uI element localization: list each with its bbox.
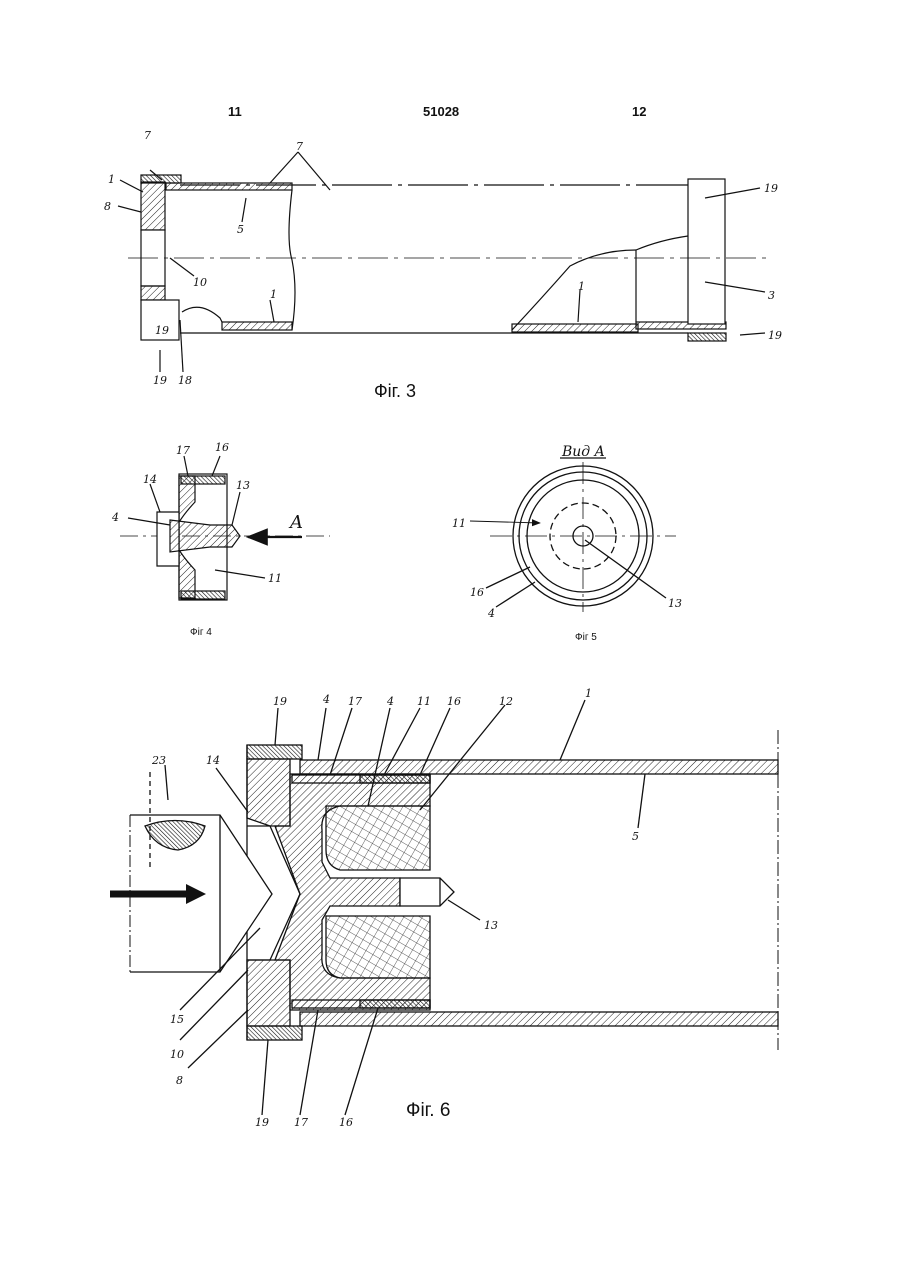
fig6-label: 12 [499, 695, 513, 708]
fig3-label: 1 [108, 173, 115, 186]
fig5-label: 13 [668, 597, 682, 610]
fig3-label: 19 [155, 324, 169, 337]
fig3-label: 8 [104, 200, 111, 213]
fig3-label: 18 [178, 374, 192, 387]
fig3-label: 19 [768, 329, 782, 342]
fig4-caption: Фiг 4 [190, 627, 212, 638]
fig6-label: 17 [294, 1116, 308, 1129]
fig6-label: 13 [484, 919, 498, 932]
fig6-label: 16 [339, 1116, 353, 1129]
fig4-label: 4 [111, 511, 119, 524]
fig5-label: 16 [470, 586, 484, 599]
fig6-label: 23 [151, 754, 166, 767]
fig5-label: 11 [452, 517, 466, 530]
fig4-label: 11 [268, 572, 282, 585]
fig6-label: 4 [386, 695, 394, 708]
fig3-label: 19 [764, 182, 778, 195]
fig3-label: 1 [578, 280, 585, 293]
fig3-caption: Фiг. 3 [374, 381, 416, 401]
figure-5 [470, 458, 676, 612]
fig3-label: 10 [193, 276, 207, 289]
fig3-label: 7 [144, 129, 151, 142]
fig5-label: 4 [487, 607, 495, 620]
fig4-label: 16 [215, 441, 229, 454]
fig4-label: 13 [236, 479, 250, 492]
fig6-label: 16 [447, 695, 461, 708]
fig6-caption: Фiг. 6 [406, 1100, 450, 1121]
fig6-label: 4 [322, 693, 330, 706]
fig6-label: 8 [176, 1074, 183, 1087]
fig4-label: 14 [143, 473, 157, 486]
fig3-label: 3 [768, 289, 775, 302]
fig3-label: 19 [153, 374, 167, 387]
fig3-label: 5 [237, 223, 244, 236]
fig6-label: 19 [255, 1116, 269, 1129]
fig6-label: 19 [273, 695, 287, 708]
fig6-label: 10 [170, 1048, 184, 1061]
fig6-label: 17 [348, 695, 362, 708]
fig6-label: 11 [417, 695, 431, 708]
figure-3 [118, 152, 770, 372]
figure-3-labels: 7 1 8 5 10 1 19 19 18 1 19 3 7 19 Фiг. 3 [104, 129, 782, 401]
fig6-label: 14 [206, 754, 220, 767]
fig6-label: 1 [585, 687, 592, 700]
fig3-label: 1 [270, 288, 277, 301]
fig4-view-letter: A [288, 512, 303, 533]
fig4-label: 17 [176, 444, 190, 457]
fig6-label: 5 [632, 830, 639, 843]
fig3-label: 7 [296, 140, 303, 153]
fig5-caption: Фiг 5 [575, 632, 597, 643]
fig6-label: 15 [170, 1013, 184, 1026]
fig5-view-title: Вид A [561, 444, 605, 460]
